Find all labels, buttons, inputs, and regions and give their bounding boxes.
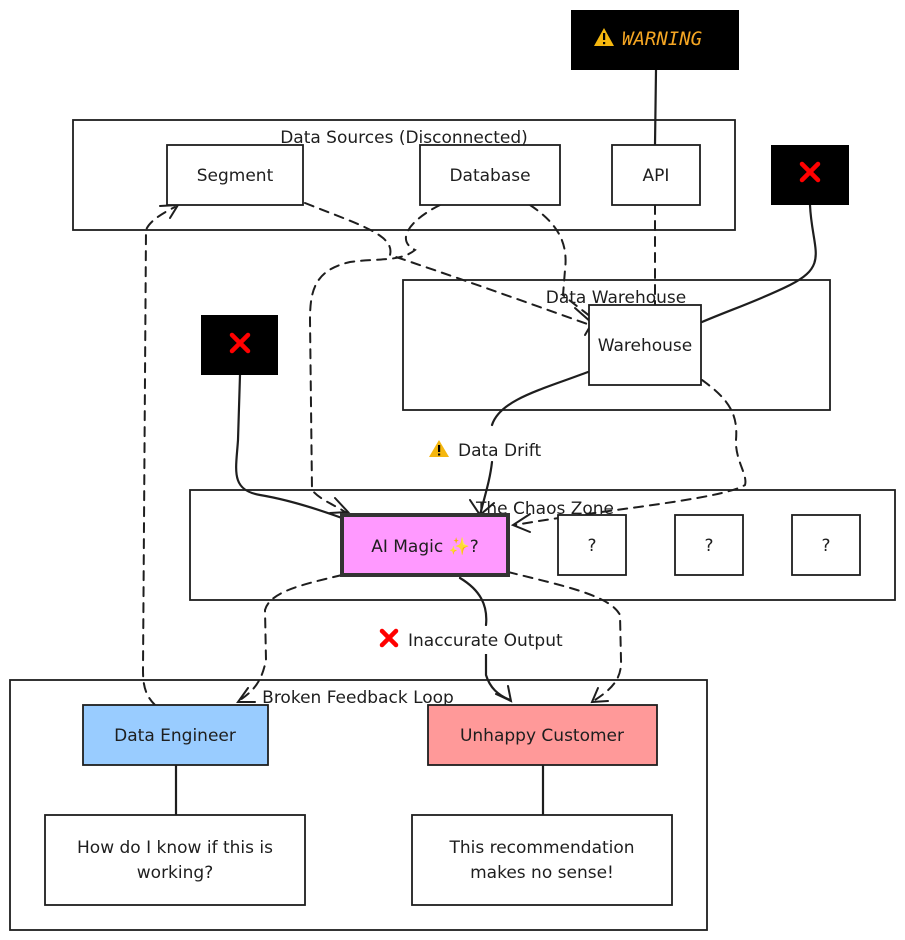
node-label: Database [449,166,530,186]
group-label: Data Sources (Disconnected) [280,128,528,148]
edge-error2-ai [235,373,344,520]
group-label: Data Warehouse [546,288,686,308]
edge-warning-api [653,68,658,147]
note-customer[interactable]: This recommendation makes no sense! [411,814,673,906]
node-label: ? [587,536,596,556]
warning-callout: WARNING [571,10,739,70]
arrowhead [495,685,513,703]
node-label: API [643,166,670,186]
node-unknown-3[interactable]: ? [791,514,861,576]
arrowhead [329,497,351,514]
node-ai-magic[interactable]: AI Magic ✨? [340,513,510,577]
node-unknown-2[interactable]: ? [674,514,744,576]
node-segment[interactable]: Segment [166,144,304,206]
edge-label-text: Data Drift [458,441,541,461]
edge-segment-warehouse [304,202,591,326]
group-data-sources: Data Sources (Disconnected) [72,119,736,231]
edge-error1-warehouse [700,203,817,324]
node-warehouse[interactable]: Warehouse [588,304,702,386]
group-data-warehouse: Data Warehouse [402,279,831,411]
node-data-engineer[interactable]: Data Engineer [82,704,269,766]
node-api[interactable]: API [611,144,701,206]
edge-ai-engineer [239,574,343,701]
edge-label-inaccurate-output: Inaccurate Output [375,626,600,654]
note-engineer[interactable]: How do I know if this is working? [44,814,306,906]
x-icon [229,332,251,354]
note-line: How do I know if this is [77,838,273,858]
group-feedback-loop: Broken Feedback Loop [9,679,708,931]
node-database[interactable]: Database [419,144,561,206]
x-icon [379,628,399,648]
node-label: ? [821,536,830,556]
node-label: Segment [197,166,274,186]
edge-database-ai [308,204,441,513]
group-label: Broken Feedback Loop [262,688,454,708]
edge-warehouse-ai [478,370,590,517]
edge-warehouse-ai-dashed [514,379,747,526]
node-unknown-1[interactable]: ? [557,514,627,576]
note-line: makes no sense! [470,863,614,883]
edge-database-warehouse [529,204,593,319]
node-label: ? [704,536,713,556]
edge-label-data-drift: Data Drift [425,433,570,461]
group-chaos-zone: The Chaos Zone [189,489,896,601]
x-icon [799,161,821,183]
node-label: Warehouse [598,336,692,356]
note-line: This recommendation [448,838,634,858]
edge-ai-customer-dashed [507,571,623,701]
node-label: AI Magic ✨? [371,537,479,557]
warning-text: WARNING [622,28,702,50]
arrowhead [236,687,256,703]
arrowhead [510,513,531,533]
warning-icon [429,440,449,457]
note-line: working? [137,863,213,883]
node-unhappy-customer[interactable]: Unhappy Customer [427,704,658,766]
node-label: Unhappy Customer [460,726,624,746]
edge-engineer-segment [141,206,176,706]
warning-icon [594,28,614,46]
error-callout-right [771,145,849,205]
edge-label-text: Inaccurate Output [408,631,563,651]
error-callout-left [201,315,278,375]
node-label: Data Engineer [114,726,236,746]
arrowhead [590,687,609,704]
